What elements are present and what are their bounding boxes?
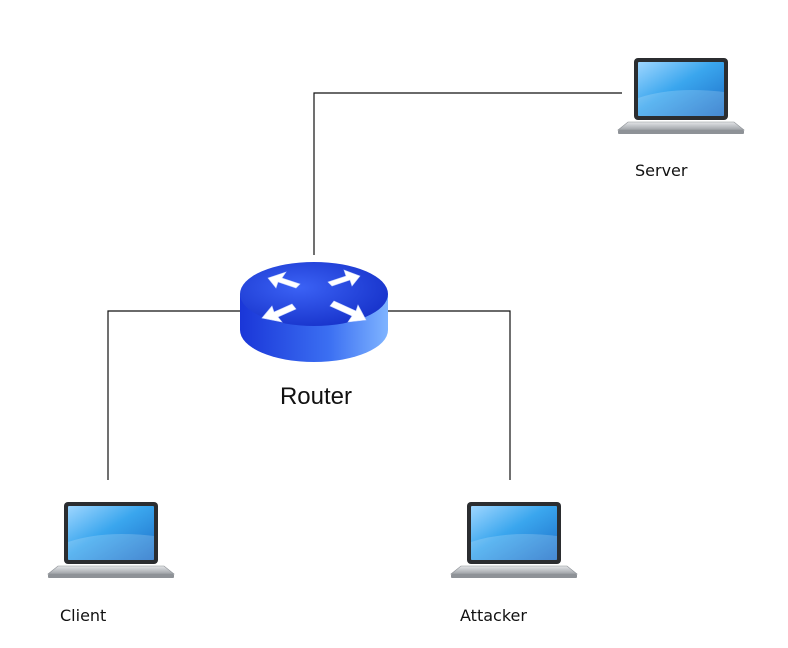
client-laptop-icon[interactable] — [47, 501, 175, 579]
link-router-client — [107, 310, 240, 480]
attacker-label: Attacker — [460, 606, 527, 625]
client-label: Client — [60, 606, 106, 625]
router-icon[interactable] — [240, 262, 388, 362]
link-router-server — [313, 92, 622, 255]
link-router-attacker — [388, 310, 511, 480]
router-label: Router — [280, 383, 352, 410]
server-laptop-icon[interactable] — [617, 57, 745, 135]
attacker-laptop-icon[interactable] — [450, 501, 578, 579]
server-label: Server — [635, 161, 688, 180]
